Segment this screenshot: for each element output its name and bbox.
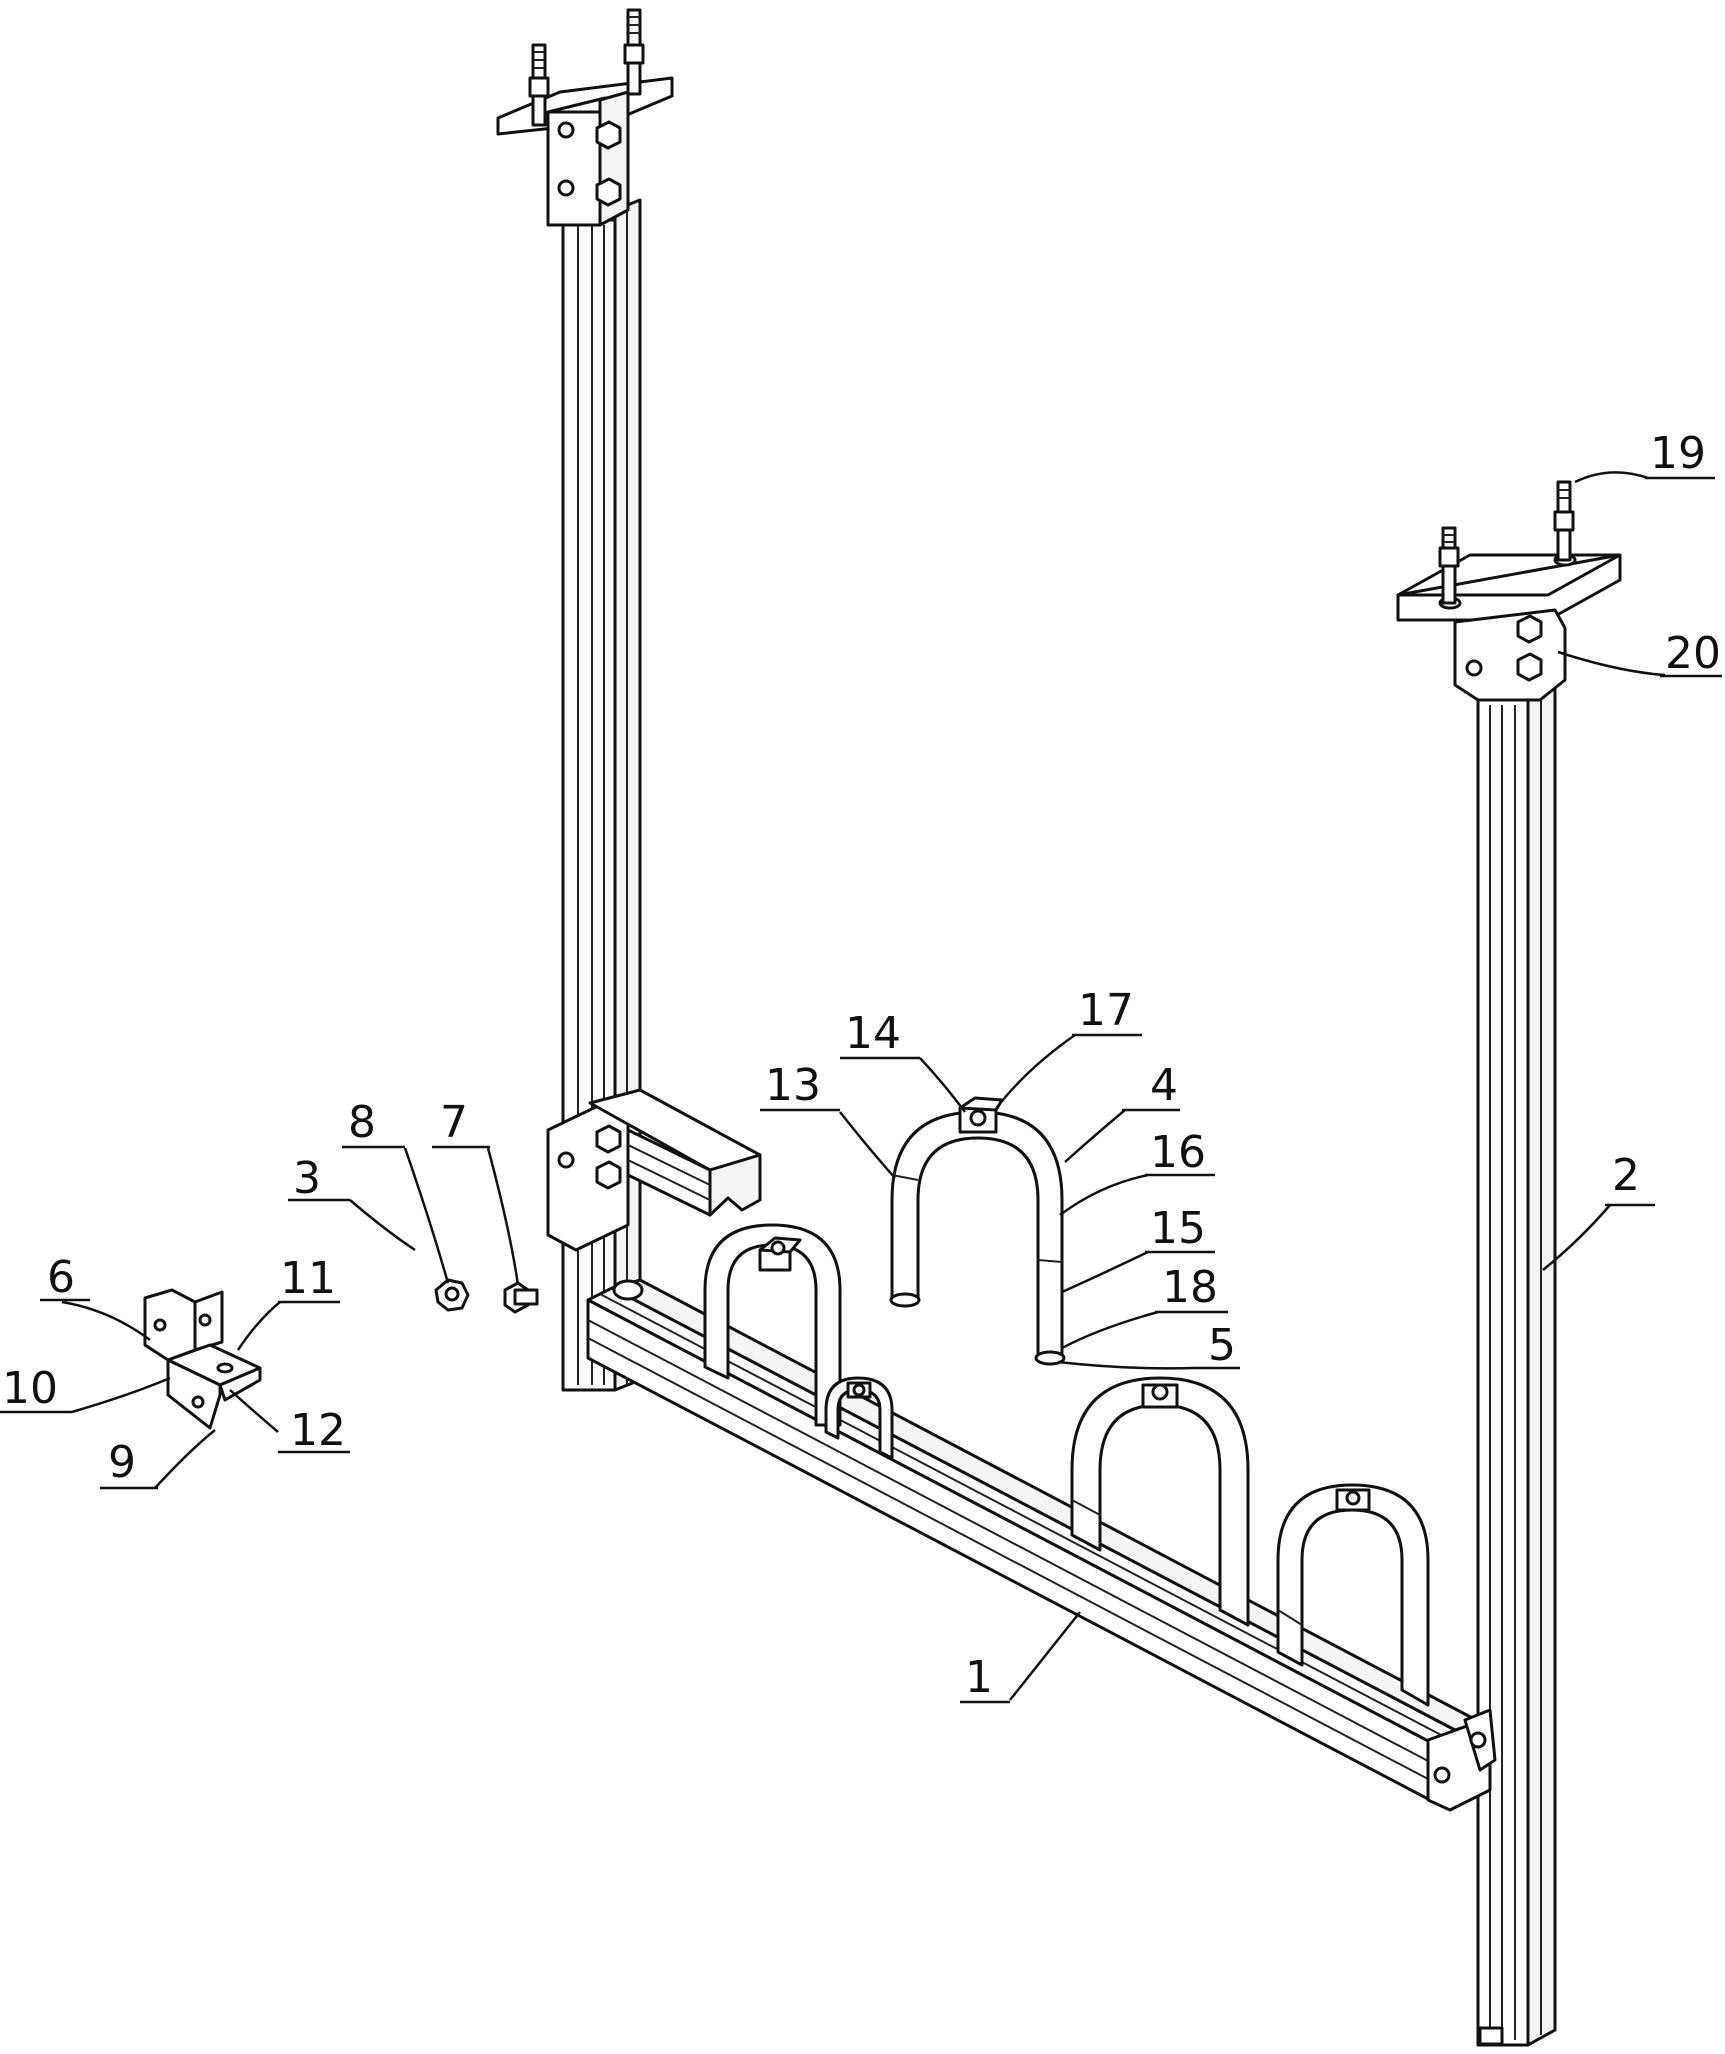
svg-text:15: 15 xyxy=(1150,1203,1206,1254)
left-threaded-rod-a xyxy=(530,45,548,125)
leader-5 xyxy=(1058,1362,1195,1368)
callout-20: 20 xyxy=(1660,628,1722,679)
callout-3: 3 xyxy=(288,1153,350,1204)
callout-17: 17 xyxy=(1072,985,1142,1036)
callout-19: 19 xyxy=(1645,428,1715,479)
callout-7: 7 xyxy=(432,1097,490,1148)
leader-17 xyxy=(995,1035,1075,1110)
leader-20 xyxy=(1558,652,1665,675)
svg-text:18: 18 xyxy=(1162,1262,1218,1313)
callout-15: 15 xyxy=(1145,1203,1215,1254)
svg-text:10: 10 xyxy=(2,1363,58,1414)
exploded-angle-bracket xyxy=(145,1290,260,1428)
svg-text:5: 5 xyxy=(1208,1320,1236,1371)
svg-text:9: 9 xyxy=(108,1437,136,1488)
svg-text:13: 13 xyxy=(765,1060,821,1111)
callout-16: 16 xyxy=(1145,1127,1215,1178)
svg-text:8: 8 xyxy=(348,1097,376,1148)
callout-6: 6 xyxy=(40,1252,90,1303)
callout-14: 14 xyxy=(840,1008,920,1059)
leader-4 xyxy=(1065,1110,1125,1162)
leader-14 xyxy=(920,1058,965,1112)
callout-1: 1 xyxy=(960,1652,1010,1703)
svg-text:3: 3 xyxy=(293,1153,321,1204)
svg-text:12: 12 xyxy=(290,1405,346,1456)
svg-text:14: 14 xyxy=(845,1008,901,1059)
callout-11: 11 xyxy=(278,1253,340,1304)
svg-text:2: 2 xyxy=(1612,1150,1640,1201)
svg-text:20: 20 xyxy=(1665,628,1721,679)
leader-lines xyxy=(62,472,1665,1700)
callout-8: 8 xyxy=(342,1097,405,1148)
exploded-pipe-clamp xyxy=(891,1098,1064,1364)
svg-text:19: 19 xyxy=(1650,428,1706,479)
beam-end-bolt xyxy=(614,1281,642,1299)
callout-4: 4 xyxy=(1122,1060,1180,1111)
svg-text:4: 4 xyxy=(1150,1060,1178,1111)
leader-8 xyxy=(405,1148,448,1283)
left-side-bracket xyxy=(548,1105,628,1250)
leader-18 xyxy=(1062,1312,1158,1348)
svg-text:17: 17 xyxy=(1078,985,1134,1036)
leader-9 xyxy=(155,1430,215,1488)
callout-5: 5 xyxy=(1195,1320,1240,1371)
svg-text:6: 6 xyxy=(47,1252,75,1303)
leader-16 xyxy=(1060,1175,1148,1215)
callout-2: 2 xyxy=(1605,1150,1655,1205)
leader-6 xyxy=(62,1302,150,1340)
svg-text:1: 1 xyxy=(965,1652,993,1703)
leader-13 xyxy=(840,1112,895,1178)
leader-15 xyxy=(1062,1252,1148,1292)
callout-12: 12 xyxy=(278,1405,350,1456)
left-threaded-rod-b xyxy=(625,10,643,94)
leader-11 xyxy=(238,1302,280,1350)
leader-7 xyxy=(488,1148,518,1285)
leader-3 xyxy=(350,1200,415,1250)
right-threaded-rod-a xyxy=(1440,528,1458,603)
svg-text:11: 11 xyxy=(280,1253,336,1304)
right-vertical-channel xyxy=(1478,685,1555,2045)
callout-9: 9 xyxy=(100,1437,158,1488)
leader-1 xyxy=(1010,1612,1080,1700)
svg-text:16: 16 xyxy=(1150,1127,1206,1178)
callout-10: 10 xyxy=(0,1363,72,1414)
exploded-nut xyxy=(436,1280,468,1310)
right-top-mount-plate xyxy=(1398,555,1620,700)
leader-12 xyxy=(230,1390,278,1432)
callout-13: 13 xyxy=(760,1060,840,1111)
exploded-bolt xyxy=(505,1283,537,1312)
svg-text:7: 7 xyxy=(440,1097,468,1148)
callout-18: 18 xyxy=(1155,1262,1228,1313)
leader-19 xyxy=(1575,472,1648,482)
right-threaded-rod-b xyxy=(1555,482,1573,560)
left-top-mount-plate xyxy=(498,78,672,225)
leader-10 xyxy=(72,1378,170,1412)
